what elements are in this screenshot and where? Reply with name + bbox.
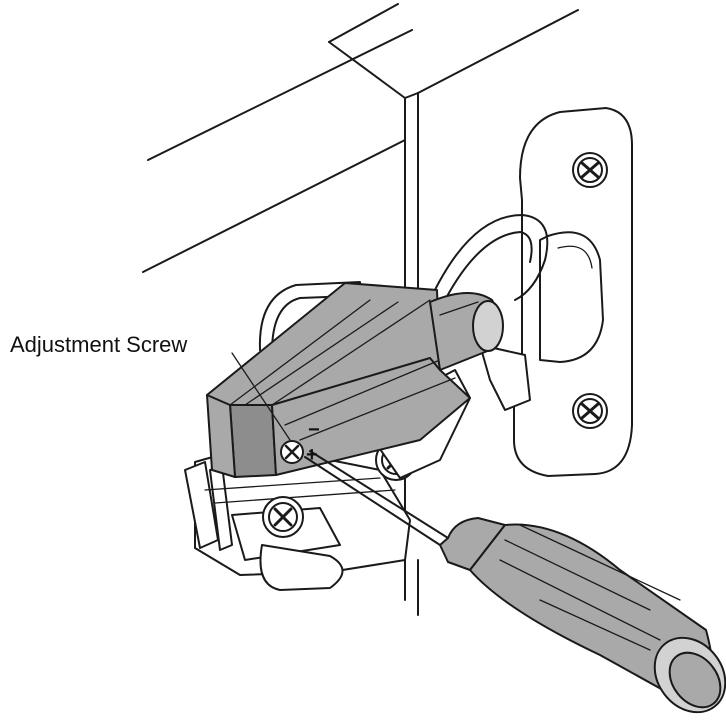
hinge-body — [206, 282, 531, 479]
bracket-screw-left-icon — [262, 496, 304, 538]
label-leader-line — [231, 352, 291, 441]
adjustment-screw-label: Adjustment Screw — [10, 332, 187, 357]
plus-mark: + — [306, 444, 318, 466]
mounting-plate — [513, 107, 633, 477]
hinge-arm — [429, 214, 549, 301]
plate-screw-bottom-icon — [572, 393, 608, 429]
screwdriver — [304, 450, 726, 714]
plate-screw-top-icon — [572, 152, 608, 188]
minus-mark: − — [308, 419, 320, 441]
adjustment-screw-icon — [280, 440, 304, 464]
